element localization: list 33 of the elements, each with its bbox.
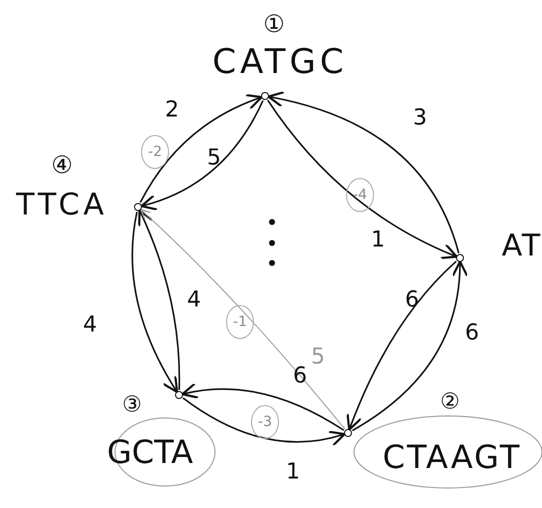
edge-label: 6 (465, 320, 479, 346)
vertex-dot (175, 391, 183, 399)
edge-label: 1 (286, 460, 300, 484)
vertex-dot (134, 203, 142, 211)
vertex-label: GCTA (106, 433, 194, 471)
callout-number: ③ (122, 392, 142, 418)
circled-note: -3 (251, 405, 279, 439)
circled-note: -4 (346, 178, 374, 212)
vertex-label: CATGC (212, 42, 348, 82)
arrow (182, 397, 346, 446)
edge-label: 3 (413, 106, 427, 130)
edge-label: 6 (293, 364, 307, 388)
edge-label: 1 (371, 228, 385, 252)
vertex-dot (456, 254, 464, 262)
callout-number: ④ (51, 151, 73, 179)
arrow (138, 209, 180, 390)
edge-label: 5 (311, 344, 325, 370)
arrow (140, 209, 346, 430)
vertex-dot (261, 92, 269, 100)
vertex-label: CTAAGT (382, 438, 522, 476)
circled-note: -2 (141, 135, 169, 169)
vertex-label: TTCA (16, 188, 108, 222)
callout-number: ① (263, 10, 285, 38)
edge-label: 4 (83, 312, 97, 338)
circled-note: -1 (226, 305, 254, 339)
vertex-label: AT (502, 228, 542, 264)
edge-label: 2 (165, 98, 179, 122)
vertex-dot (344, 429, 352, 437)
callout-number: ② (440, 390, 460, 414)
edge-label: 5 (207, 146, 221, 170)
arrow (132, 212, 178, 394)
arrow (181, 383, 344, 431)
edge-label: 4 (187, 288, 201, 312)
